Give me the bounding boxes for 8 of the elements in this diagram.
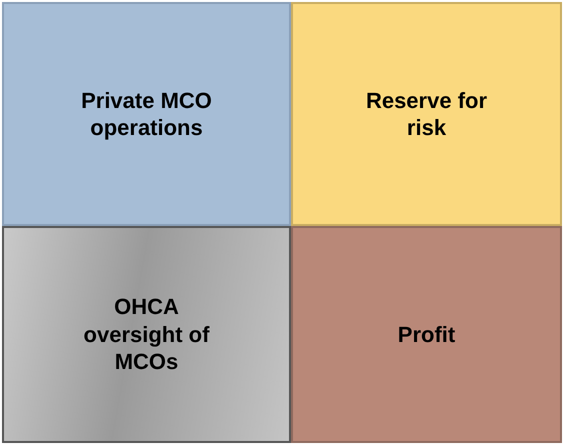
box-label: Profit <box>398 320 456 348</box>
quadrant-box <box>291 226 562 443</box>
quadrant-box <box>2 2 291 226</box>
box-label: OHCA oversight of MCOs <box>82 293 210 376</box>
quadrant-box <box>2 226 291 443</box>
quadrant-box <box>291 2 562 226</box>
box-label: Reserve for risk <box>364 86 488 142</box>
box-label: Private MCO operations <box>80 86 213 142</box>
